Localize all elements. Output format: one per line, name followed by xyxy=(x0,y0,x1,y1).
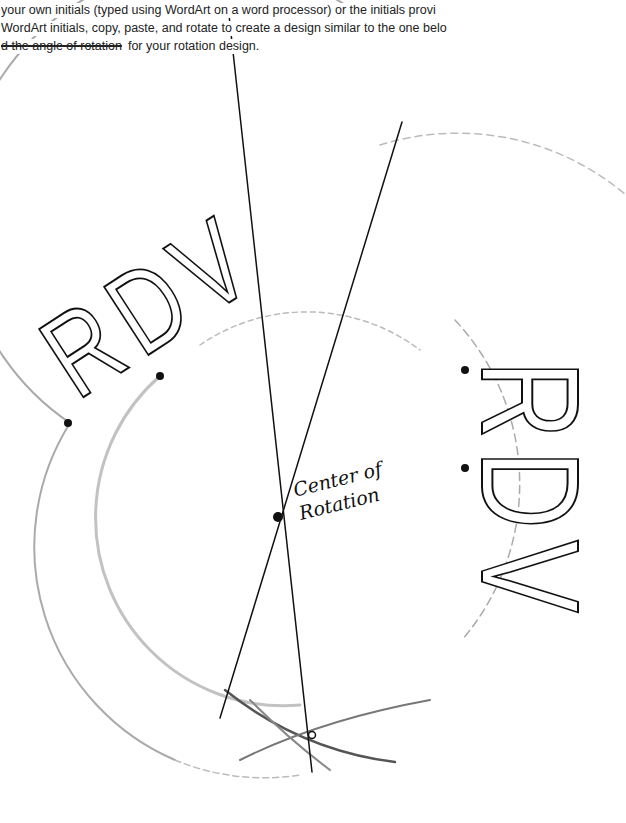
construction-arc xyxy=(380,133,626,195)
instruction-text: WordArt initials, copy, paste, and rotat… xyxy=(0,21,448,36)
wordart-initials: RDV xyxy=(23,194,278,417)
handwritten-note: Center of Rotation xyxy=(291,455,396,525)
point xyxy=(309,732,316,739)
bisector-line xyxy=(220,122,402,718)
wordart-initials: RDV xyxy=(460,360,600,623)
construction-arc xyxy=(96,376,300,706)
compass-arc xyxy=(240,700,430,760)
struck-text: d the angle of rotation xyxy=(0,39,123,54)
bisector-line xyxy=(228,6,312,772)
point xyxy=(156,372,164,380)
point xyxy=(64,419,72,427)
instruction-text: your own initials (typed using WordArt o… xyxy=(0,3,437,18)
instruction-text: for your rotation design. xyxy=(127,39,260,54)
center-point xyxy=(273,512,283,522)
construction-arc xyxy=(175,760,300,778)
compass-arc xyxy=(250,700,330,770)
